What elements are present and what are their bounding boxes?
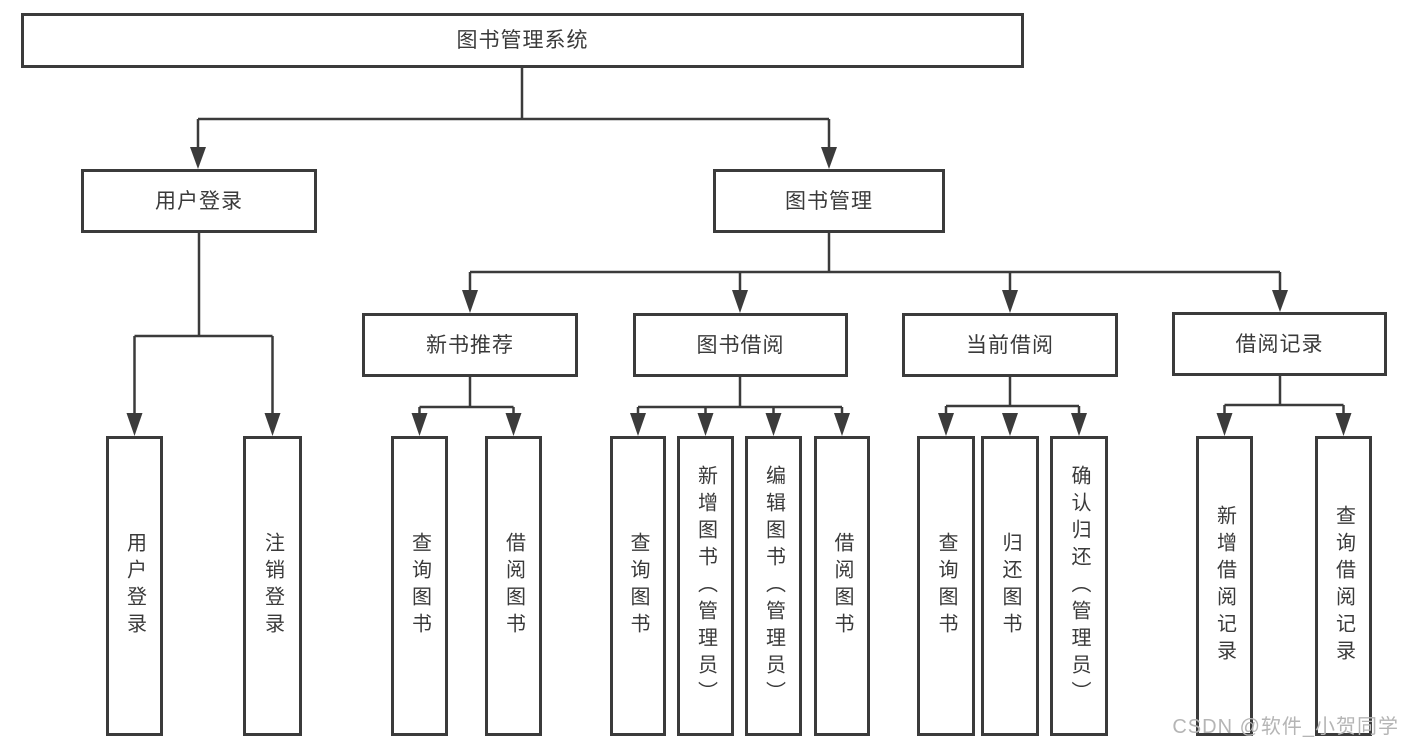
node-borrow-records-label: 借阅记录 xyxy=(1235,332,1324,356)
arrowhead xyxy=(1335,413,1352,436)
leaf-logout-label: 注销登录 xyxy=(261,532,284,640)
node-root: 图书管理系统 xyxy=(21,13,1024,68)
node-book-borrow-label: 图书借阅 xyxy=(696,333,785,357)
leaf-br-query-record-label: 查询借阅记录 xyxy=(1332,505,1355,667)
arrowhead xyxy=(732,290,748,313)
arrowhead xyxy=(462,290,478,313)
node-current-borrow-label: 当前借阅 xyxy=(966,333,1054,357)
leaf-nbr-borrow-books-label: 借阅图书 xyxy=(502,532,525,640)
arrowhead xyxy=(264,413,281,436)
node-user-login-label: 用户登录 xyxy=(155,189,243,213)
leaf-bb-add-books: 新增图书（管理员） xyxy=(677,436,734,736)
arrowhead xyxy=(1071,413,1087,436)
leaf-cb-return-books-label: 归还图书 xyxy=(999,532,1021,640)
leaf-bb-edit-books: 编辑图书（管理员） xyxy=(745,436,802,736)
leaf-user-login: 用户登录 xyxy=(106,436,163,736)
arrowhead xyxy=(126,413,143,436)
arrowhead xyxy=(190,147,206,169)
connector-root-to-level2 xyxy=(190,68,837,169)
node-new-book-rec: 新书推荐 xyxy=(362,313,578,377)
connector-current-borrow-children xyxy=(938,377,1087,436)
leaf-nbr-borrow-books: 借阅图书 xyxy=(485,436,542,736)
arrowhead xyxy=(938,413,954,436)
leaf-user-login-label: 用户登录 xyxy=(123,532,146,640)
arrowhead xyxy=(630,413,646,436)
leaf-br-query-record: 查询借阅记录 xyxy=(1315,436,1372,736)
arrowhead xyxy=(1216,413,1233,436)
connector-new-book-children xyxy=(411,377,522,436)
node-book-mgmt-label: 图书管理 xyxy=(785,189,873,213)
leaf-bb-borrow-books: 借阅图书 xyxy=(814,436,870,736)
node-book-mgmt: 图书管理 xyxy=(713,169,945,233)
leaf-bb-borrow-books-label: 借阅图书 xyxy=(831,532,853,640)
arrowhead xyxy=(505,413,522,436)
arrowhead xyxy=(1002,413,1018,436)
node-book-borrow: 图书借阅 xyxy=(633,313,848,377)
arrowhead xyxy=(765,413,782,436)
connector-book-borrow-children xyxy=(630,377,850,436)
leaf-cb-query-books: 查询图书 xyxy=(917,436,975,736)
leaf-bb-query-books-label: 查询图书 xyxy=(627,532,649,640)
leaf-cb-return-books: 归还图书 xyxy=(981,436,1039,736)
connector-book-mgmt-children xyxy=(462,233,1288,313)
node-current-borrow: 当前借阅 xyxy=(902,313,1118,377)
arrowhead xyxy=(821,147,837,169)
leaf-br-add-record: 新增借阅记录 xyxy=(1196,436,1253,736)
leaf-nbr-query-books: 查询图书 xyxy=(391,436,448,736)
leaf-bb-add-books-label: 新增图书（管理员） xyxy=(694,464,717,708)
connector-user-login-children xyxy=(126,233,281,436)
leaf-bb-query-books: 查询图书 xyxy=(610,436,666,736)
leaf-br-add-record-label: 新增借阅记录 xyxy=(1213,505,1236,667)
csdn-watermark: CSDN @软件_小贺同学 xyxy=(1172,716,1399,738)
leaf-bb-edit-books-label: 编辑图书（管理员） xyxy=(762,464,785,708)
arrowhead xyxy=(1272,290,1288,312)
node-borrow-records: 借阅记录 xyxy=(1172,312,1387,376)
leaf-logout: 注销登录 xyxy=(243,436,302,736)
connector-borrow-records-children xyxy=(1216,376,1352,436)
arrowhead xyxy=(1002,290,1018,313)
node-new-book-rec-label: 新书推荐 xyxy=(426,333,514,357)
node-root-label: 图书管理系统 xyxy=(456,29,589,52)
leaf-cb-query-books-label: 查询图书 xyxy=(935,532,957,640)
arrowhead xyxy=(834,413,850,436)
leaf-nbr-query-books-label: 查询图书 xyxy=(408,532,431,640)
leaf-cb-confirm-return-label: 确认归还（管理员） xyxy=(1068,464,1090,708)
arrowhead xyxy=(697,413,714,436)
leaf-cb-confirm-return: 确认归还（管理员） xyxy=(1050,436,1108,736)
node-user-login: 用户登录 xyxy=(81,169,317,233)
arrowhead xyxy=(411,413,428,436)
